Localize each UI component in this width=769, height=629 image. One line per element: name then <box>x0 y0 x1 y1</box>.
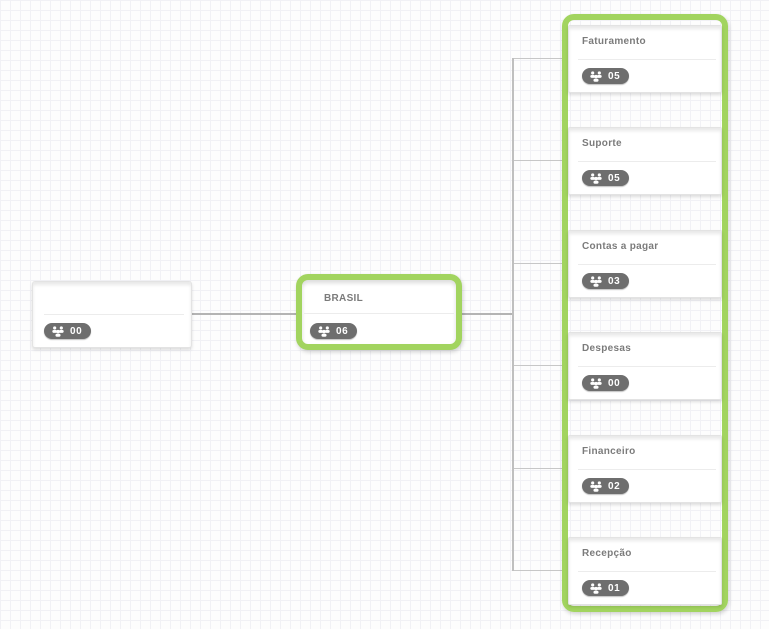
org-node-card-financeiro[interactable]: Financeiro 02 <box>568 435 722 503</box>
node-divider <box>304 313 454 314</box>
node-divider <box>578 366 716 367</box>
node-divider <box>578 161 716 162</box>
member-count-badge[interactable]: 06 <box>310 323 358 339</box>
node-title: Contas a pagar <box>582 241 659 252</box>
member-count: 03 <box>608 275 621 287</box>
node-divider <box>578 264 716 265</box>
connector-line <box>462 313 513 315</box>
member-count-badge[interactable]: 02 <box>582 478 630 494</box>
node-title: Suporte <box>582 138 622 149</box>
org-node-card-suporte[interactable]: Suporte 05 <box>568 127 722 195</box>
members-icon <box>589 172 603 184</box>
member-count-badge[interactable]: 05 <box>582 170 630 186</box>
org-node-card-root[interactable]: 00 <box>32 281 192 348</box>
connector-line <box>514 263 562 264</box>
members-icon <box>317 325 331 337</box>
node-title: Despesas <box>582 343 632 354</box>
connector-line <box>514 58 562 59</box>
member-count: 05 <box>608 70 621 82</box>
node-title: Financeiro <box>582 446 636 457</box>
member-count: 05 <box>608 172 621 184</box>
member-count-badge[interactable]: 00 <box>44 323 92 339</box>
member-count: 02 <box>608 480 621 492</box>
member-count-badge[interactable]: 01 <box>582 580 630 596</box>
member-count: 06 <box>336 325 349 337</box>
node-divider <box>578 571 716 572</box>
members-icon <box>589 377 603 389</box>
connector-line <box>514 468 562 469</box>
member-count-badge[interactable]: 05 <box>582 68 630 84</box>
members-icon <box>589 275 603 287</box>
member-count: 00 <box>70 325 83 337</box>
node-title: Recepção <box>582 548 632 559</box>
connector-line <box>514 570 562 571</box>
org-node-card-faturamento[interactable]: Faturamento 05 <box>568 25 722 93</box>
node-title: BRASIL <box>324 293 364 304</box>
members-icon <box>589 582 603 594</box>
member-count: 00 <box>608 377 621 389</box>
children-group-container[interactable]: Faturamento 05 Suporte <box>562 14 728 612</box>
org-node-card-brasil[interactable]: BRASIL 06 <box>296 274 462 350</box>
org-node-card-recepcao[interactable]: Recepção 01 <box>568 537 722 605</box>
node-divider <box>578 59 716 60</box>
members-icon <box>51 325 65 337</box>
connector-line <box>512 58 514 571</box>
org-node-card-despesas[interactable]: Despesas 00 <box>568 332 722 400</box>
member-count: 01 <box>608 582 621 594</box>
members-icon <box>589 70 603 82</box>
org-node-card-contas-a-pagar[interactable]: Contas a pagar 03 <box>568 230 722 298</box>
member-count-badge[interactable]: 03 <box>582 273 630 289</box>
members-icon <box>589 480 603 492</box>
node-title: Faturamento <box>582 36 646 47</box>
node-divider <box>578 469 716 470</box>
member-count-badge[interactable]: 00 <box>582 375 630 391</box>
connector-line <box>514 365 562 366</box>
connector-line <box>514 160 562 161</box>
connector-line <box>192 313 296 315</box>
node-divider <box>44 314 184 315</box>
